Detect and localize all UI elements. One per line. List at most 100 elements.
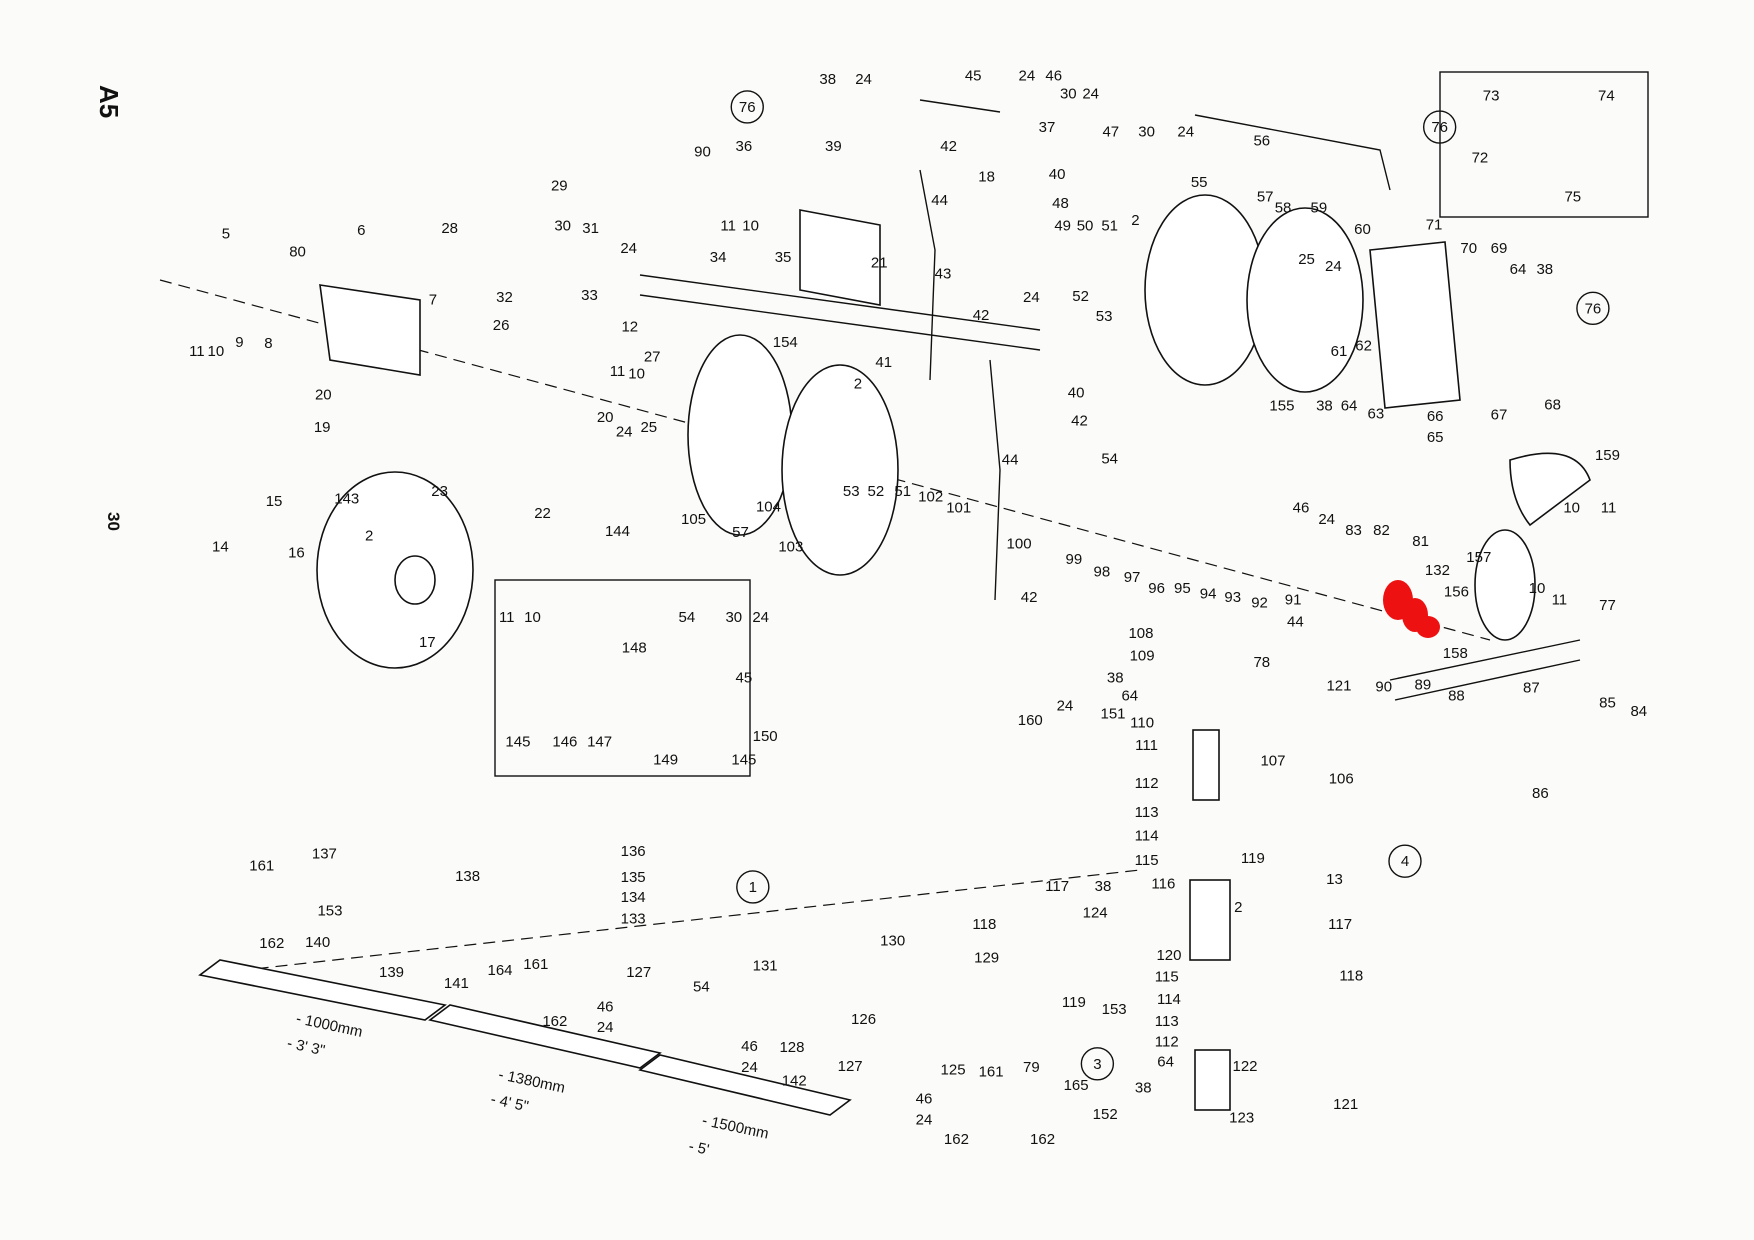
part-number-label[interactable]: 135: [621, 869, 646, 886]
part-number-label[interactable]: 130: [880, 933, 905, 950]
part-number-label[interactable]: 153: [1102, 1001, 1127, 1018]
part-number-label[interactable]: 24: [1325, 258, 1342, 275]
part-number-label[interactable]: 36: [736, 138, 753, 155]
part-number-label[interactable]: 81: [1412, 533, 1429, 550]
part-number-label[interactable]: 46: [1293, 500, 1310, 517]
part-number-label[interactable]: 11: [1601, 500, 1617, 517]
part-number-label[interactable]: 116: [1151, 876, 1175, 893]
part-number-label[interactable]: 148: [622, 639, 647, 656]
part-number-label[interactable]: 8: [264, 335, 272, 352]
part-number-label[interactable]: 114: [1157, 991, 1181, 1008]
part-number-label[interactable]: 110: [1130, 714, 1154, 731]
part-number-label[interactable]: 53: [1096, 308, 1113, 325]
part-number-label[interactable]: 93: [1224, 589, 1241, 606]
part-number-label[interactable]: 82: [1373, 522, 1390, 539]
part-number-label[interactable]: 59: [1311, 200, 1328, 217]
part-number-label[interactable]: 150: [753, 728, 778, 745]
part-number-label[interactable]: 2: [365, 528, 373, 545]
part-number-label[interactable]: 54: [693, 979, 710, 996]
part-number-label[interactable]: 40: [1068, 384, 1085, 401]
part-number-label[interactable]: 45: [965, 68, 982, 85]
part-number-label[interactable]: 78: [1253, 654, 1270, 671]
part-number-label[interactable]: 17: [419, 634, 436, 651]
part-number-label[interactable]: 141: [444, 975, 469, 992]
part-number-label[interactable]: 42: [1071, 412, 1088, 429]
part-number-label[interactable]: 117: [1045, 878, 1069, 895]
part-number-label[interactable]: 133: [621, 910, 646, 927]
part-number-label[interactable]: 162: [259, 935, 284, 952]
part-number-label[interactable]: 152: [1093, 1106, 1118, 1123]
part-number-label[interactable]: 5: [222, 225, 230, 242]
part-number-label[interactable]: 32: [496, 289, 513, 306]
part-number-label[interactable]: 24: [616, 423, 633, 440]
part-number-label[interactable]: 54: [678, 609, 695, 626]
part-number-label[interactable]: 24: [1023, 289, 1040, 306]
part-number-label[interactable]: 92: [1251, 595, 1268, 612]
part-number-label[interactable]: 38: [1316, 398, 1333, 415]
part-number-label[interactable]: 162: [1030, 1131, 1055, 1148]
part-number-label[interactable]: 30: [1060, 85, 1077, 102]
part-number-label[interactable]: 46: [1045, 68, 1062, 85]
part-number-label[interactable]: 146: [552, 733, 577, 750]
part-number-label[interactable]: 28: [441, 220, 458, 237]
part-number-label[interactable]: 44: [1002, 451, 1019, 468]
part-number-label[interactable]: 76: [739, 99, 756, 116]
part-number-label[interactable]: 40: [1049, 166, 1066, 183]
part-number-label[interactable]: 91: [1285, 591, 1302, 608]
part-number-label[interactable]: 142: [782, 1073, 807, 1090]
part-number-label[interactable]: 18: [978, 168, 995, 185]
part-number-label[interactable]: 74: [1598, 88, 1615, 105]
part-number-label[interactable]: 24: [855, 71, 872, 88]
part-number-label[interactable]: 66: [1427, 408, 1444, 425]
part-number-label[interactable]: 7: [429, 291, 437, 308]
part-number-label[interactable]: 11: [499, 609, 515, 626]
part-number-label[interactable]: 50: [1077, 218, 1094, 235]
part-number-label[interactable]: 108: [1128, 625, 1153, 642]
part-number-label[interactable]: 89: [1415, 676, 1432, 693]
part-number-label[interactable]: 138: [455, 868, 480, 885]
part-number-label[interactable]: 120: [1156, 947, 1181, 964]
part-number-label[interactable]: 1: [749, 879, 757, 896]
part-number-label[interactable]: 157: [1466, 549, 1491, 566]
part-number-label[interactable]: 6: [357, 222, 365, 239]
part-number-label[interactable]: 46: [741, 1038, 758, 1055]
part-number-label[interactable]: 11: [189, 343, 205, 360]
highlighted-part-81[interactable]: [1383, 580, 1440, 638]
part-number-label[interactable]: 95: [1174, 580, 1191, 597]
part-number-label[interactable]: 10: [1529, 580, 1546, 597]
part-number-label[interactable]: 124: [1083, 905, 1108, 922]
part-number-label[interactable]: 10: [742, 218, 759, 235]
part-number-label[interactable]: 143: [334, 491, 359, 508]
part-number-label[interactable]: 159: [1595, 447, 1620, 464]
part-number-label[interactable]: 88: [1448, 688, 1465, 705]
part-number-label[interactable]: 24: [741, 1059, 758, 1076]
part-number-label[interactable]: 122: [1233, 1058, 1258, 1075]
part-number-label[interactable]: 20: [597, 409, 614, 426]
part-number-label[interactable]: 126: [851, 1011, 876, 1028]
part-number-label[interactable]: 156: [1444, 583, 1469, 600]
part-number-label[interactable]: 38: [1107, 670, 1124, 687]
part-number-label[interactable]: 162: [944, 1131, 969, 1148]
part-number-label[interactable]: 84: [1630, 703, 1647, 720]
part-number-label[interactable]: 24: [1177, 124, 1194, 141]
part-number-label[interactable]: 162: [542, 1013, 567, 1030]
part-number-label[interactable]: 54: [1101, 450, 1118, 467]
part-number-label[interactable]: 30: [554, 218, 571, 235]
part-number-label[interactable]: 30: [725, 609, 742, 626]
part-number-label[interactable]: 85: [1599, 694, 1616, 711]
part-number-label[interactable]: 161: [249, 858, 274, 875]
part-number-label[interactable]: 128: [779, 1039, 804, 1056]
part-number-label[interactable]: 43: [935, 266, 952, 283]
part-number-label[interactable]: 24: [1318, 511, 1335, 528]
part-number-label[interactable]: 109: [1130, 647, 1155, 664]
part-number-label[interactable]: 60: [1354, 221, 1371, 238]
part-number-label[interactable]: 145: [731, 751, 756, 768]
part-number-label[interactable]: 2: [1234, 899, 1242, 916]
part-number-label[interactable]: 16: [288, 544, 305, 561]
part-number-label[interactable]: 4: [1401, 853, 1409, 870]
part-number-label[interactable]: 105: [681, 511, 706, 528]
part-number-label[interactable]: 2: [1131, 212, 1139, 229]
part-number-label[interactable]: 113: [1155, 1013, 1179, 1030]
part-number-label[interactable]: 140: [305, 934, 330, 951]
part-number-label[interactable]: 52: [1072, 288, 1089, 305]
